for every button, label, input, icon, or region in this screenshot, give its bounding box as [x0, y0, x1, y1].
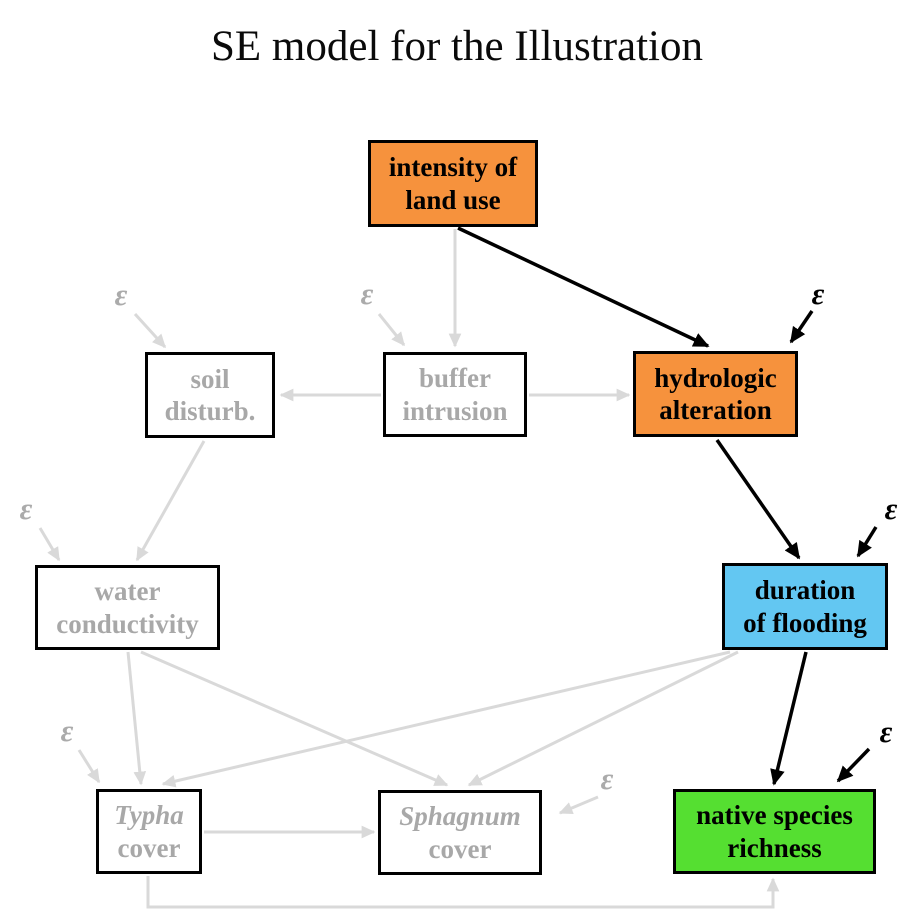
epsilon-label-buffer: ε [360, 276, 374, 312]
epsilon-label-soil: ε [114, 277, 128, 313]
diagram-title: SE model for the Illustration [210, 23, 704, 70]
node-intensity-of-land-use: intensity of land use [368, 140, 538, 227]
node-label-line: water [94, 576, 161, 607]
node-label-line: buffer [419, 363, 491, 394]
edge-epsilon-soil [133, 312, 167, 349]
epsilon-label-native: ε [879, 714, 893, 750]
edge-intensity-hydrologic [457, 226, 710, 348]
edge-epsilon-typha [77, 749, 101, 784]
epsilon-label-hydrologic: ε [811, 276, 825, 312]
epsilon-label-water: ε [19, 491, 33, 527]
edge-duration-native [770, 651, 808, 786]
edge-epsilon-buffer [377, 313, 406, 347]
edge-soil-water [135, 440, 206, 562]
edge-water-typha [126, 651, 147, 786]
edge-epsilon-hydrologic [789, 310, 814, 344]
node-hydrologic-alteration: hydrologic alteration [633, 351, 798, 437]
epsilon-label-typha: ε [60, 713, 74, 749]
node-label-line: duration [754, 575, 856, 606]
epsilon-label-sphagnum: ε [600, 761, 614, 797]
node-duration-of-flooding: duration of flooding [722, 563, 888, 650]
edge-epsilon-duration [856, 526, 878, 558]
edge-epsilon-native [836, 747, 871, 783]
node-label-line: cover [117, 832, 181, 863]
node-label-line: conductivity [56, 608, 199, 639]
node-label-line: native species [696, 800, 853, 831]
node-label-line: land use [405, 184, 501, 215]
node-water-conductivity: water conductivity [35, 565, 220, 650]
edge-hydrologic-duration [715, 439, 801, 560]
edge-duration-typha [161, 650, 731, 788]
node-typha-cover: Typha cover [96, 789, 202, 874]
node-label-line: Typha [114, 800, 184, 831]
node-label-line: cover [428, 833, 492, 864]
node-label-line: alteration [659, 395, 772, 425]
edge-typha-native [146, 876, 780, 909]
node-label-line: of flooding [743, 607, 867, 638]
edge-water-sphagnum [140, 650, 449, 787]
edge-epsilon-water [38, 527, 61, 562]
node-label-line: intrusion [402, 395, 508, 426]
edge-duration-sphagnum [467, 650, 739, 787]
node-label-line: Sphagnum [399, 801, 521, 832]
edge-epsilon-sphagnum [558, 795, 599, 815]
node-label-line: hydrologic [654, 362, 777, 393]
node-sphagnum-cover: Sphagnum cover [378, 790, 542, 875]
node-label-line: disturb. [164, 396, 256, 426]
node-label-line: soil [190, 363, 230, 394]
node-label-line: intensity of [388, 152, 518, 183]
epsilon-label-duration: ε [884, 491, 898, 527]
node-label-line: richness [727, 832, 822, 863]
node-soil-disturbance: soil disturb. [145, 352, 275, 438]
node-buffer-intrusion: buffer intrusion [383, 352, 527, 437]
node-native-species-richness: native species richness [673, 789, 876, 874]
